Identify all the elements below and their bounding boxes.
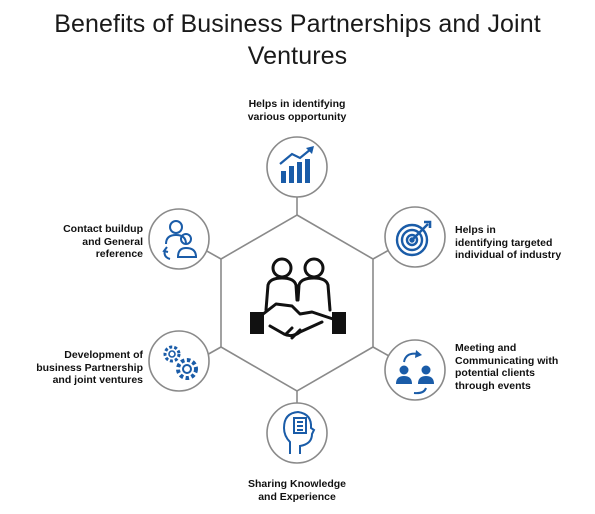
target-icon xyxy=(395,220,432,257)
label-line: various opportunity xyxy=(247,110,347,123)
label-upper-left: Contact buildup and General reference xyxy=(63,223,143,261)
label-top: Helps in identifying various opportunity xyxy=(222,98,372,123)
people-exchange-icon xyxy=(396,350,434,395)
bar-chart-growth-icon xyxy=(279,146,314,183)
label-lower-left: Development of business Partnership and … xyxy=(36,349,143,387)
label-line: and joint ventures xyxy=(52,374,143,386)
label-line: Development of xyxy=(64,349,143,361)
center-hexagon xyxy=(220,214,374,392)
gears-icon xyxy=(163,345,198,380)
label-lower-right: Meeting and Communicating with potential… xyxy=(455,342,558,392)
node-top xyxy=(266,136,328,198)
label-line: potential clients xyxy=(455,367,535,379)
node-lower-left xyxy=(148,330,210,392)
node-upper-left xyxy=(148,208,210,270)
node-lower-right xyxy=(384,339,446,401)
contacts-refresh-icon xyxy=(162,220,198,260)
label-line: identifying targeted xyxy=(455,236,553,249)
head-document-icon xyxy=(282,410,316,454)
node-bottom xyxy=(266,402,328,464)
label-line: Meeting and xyxy=(455,342,517,354)
label-line: Contact buildup xyxy=(63,223,143,235)
node-upper-right xyxy=(384,206,446,268)
label-line: business Partnership xyxy=(36,361,143,374)
label-bottom: Sharing Knowledge and Experience xyxy=(222,478,372,503)
label-line: and Experience xyxy=(258,490,336,503)
label-line: Helps in xyxy=(455,224,496,236)
handshake-people-icon xyxy=(250,257,346,340)
label-line: reference xyxy=(95,248,143,260)
label-line: Helps in identifying xyxy=(248,98,346,110)
label-upper-right: Helps in identifying targeted individual… xyxy=(455,224,561,262)
page-title: Benefits of Business Partnerships and Jo… xyxy=(0,8,595,72)
title-line-1: Benefits of Business Partnerships and Jo… xyxy=(54,10,541,38)
label-line: through events xyxy=(455,379,531,392)
label-line: Communicating with xyxy=(455,354,559,367)
label-line: and General xyxy=(82,235,143,248)
label-line: individual of industry xyxy=(455,249,562,261)
title-line-2: Ventures xyxy=(247,42,348,70)
label-line: Sharing Knowledge xyxy=(247,478,346,490)
